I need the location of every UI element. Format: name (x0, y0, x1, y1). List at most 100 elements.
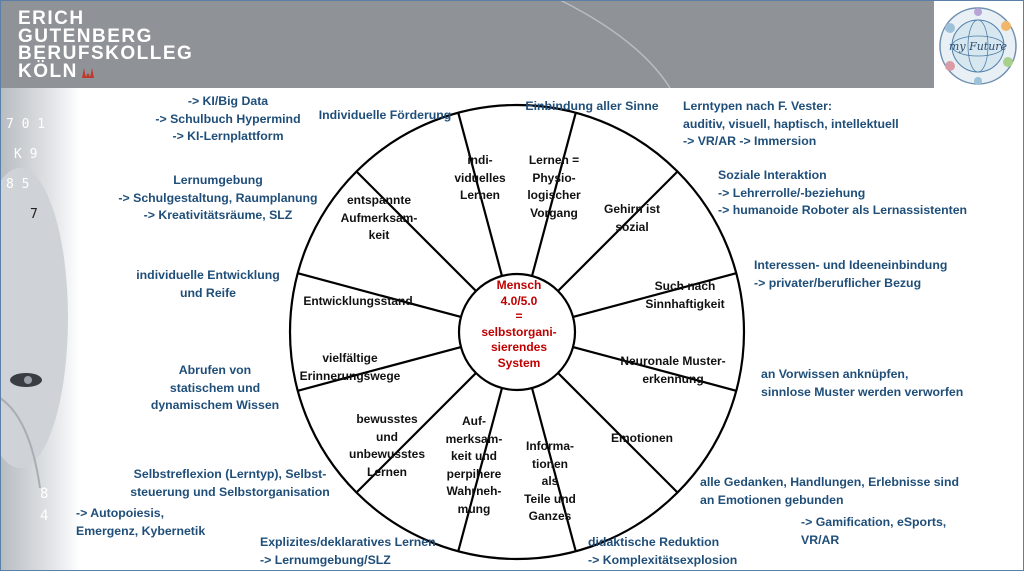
segment-line: Ganzes (528, 509, 572, 523)
spoke-line (572, 345, 737, 392)
note-all-senses: Einbindung aller Sinne (512, 98, 672, 116)
note-line: Soziale Interaktion (718, 168, 827, 182)
logo-line: GUTENBERG (18, 25, 153, 47)
note-emotional-binding: alle Gedanken, Handlungen, Erlebnisse si… (700, 474, 1000, 509)
note-line: und Reife (179, 285, 237, 300)
note-line: Lerntypen nach F. Vester: (683, 99, 832, 113)
note-individual-support: Individuelle Förderung (305, 107, 465, 125)
segment-line: als (541, 474, 559, 488)
note-knowledge-retrieval: Abrufen von statischem und dynamischem W… (133, 362, 297, 415)
note-line: statischem und (169, 380, 261, 395)
segment-label-individual-learning: indi- viduelles Lernen (440, 152, 520, 205)
note-line: Emergenz, Kybernetik (76, 523, 206, 538)
segment-line: viduelles (454, 170, 506, 185)
spoke-line (457, 387, 504, 552)
note-line: an Vorwissen anknüpfen, (761, 367, 909, 381)
spoke-line (457, 112, 504, 277)
segment-line: logischer (527, 188, 581, 202)
center-line: sierendes (490, 340, 548, 354)
segment-line: Auf- (462, 414, 486, 428)
segment-line: mung (457, 501, 491, 516)
segment-label-neuronal-pattern-recognition: Neuronale Muster- erkennung (604, 353, 742, 388)
segment-line: merksam- (445, 431, 503, 446)
segment-line: Lernen (366, 464, 407, 479)
note-line: Selbstreflexion (Lerntyp), Selbst- (133, 467, 327, 481)
header-decor-arc (559, 0, 671, 88)
segment-line: keit und (450, 449, 497, 463)
segment-label-information-parts-whole: Informa- tionen als Teile und Ganzes (510, 438, 590, 526)
note-line: -> KI-Lernplattform (172, 129, 284, 143)
segment-line: sozial (615, 219, 649, 234)
segment-line: Teile und (524, 491, 576, 506)
cathedral-icon (81, 67, 94, 78)
note-ai-big-data: -> KI/Big Data -> Schulbuch Hypermind ->… (128, 93, 328, 146)
my-future-badge-icon: my Future (939, 7, 1017, 85)
note-learning-types-vester: Lerntypen nach F. Vester: auditiv, visue… (683, 98, 933, 151)
note-line: alle Gedanken, Handlungen, Erlebnisse si… (700, 475, 959, 489)
spoke-line (557, 170, 679, 292)
note-interest-integration: Interessen- und Ideeneinbindung -> priva… (754, 257, 974, 292)
logo-line: ERICH (18, 8, 85, 29)
segment-line: unbewusstes (348, 447, 426, 461)
segment-line: und (376, 429, 398, 444)
header-banner: ERICH GUTENBERG BERUFSKOLLEG KÖLN (0, 0, 934, 88)
segment-label-emotions: Emotionen (602, 430, 682, 448)
spoke-line (530, 112, 577, 277)
note-explicit-learning: Explizites/deklaratives Lernen -> Lernum… (260, 534, 480, 569)
segment-line: Lernen (459, 188, 500, 202)
school-logo: ERICH GUTENBERG BERUFSKOLLEG KÖLN (18, 8, 193, 80)
note-line: VR/AR (801, 532, 840, 547)
svg-text:K 9: K 9 (14, 147, 37, 162)
spoke-line (572, 272, 737, 319)
segment-line: Gehirn ist (603, 202, 660, 216)
note-line: -> Komplexitätsexplosion (588, 552, 738, 567)
segment-line: Such nach (654, 279, 716, 293)
wheel-spokes (297, 112, 737, 552)
segment-line: entspannte (346, 193, 411, 207)
note-autopoiesis: -> Autopoiesis, Emergenz, Kybernetik (76, 505, 226, 540)
note-line: Individuelle Förderung (318, 108, 452, 122)
spoke-line (297, 272, 462, 319)
spoke-line (297, 345, 462, 392)
svg-text:4: 4 (40, 508, 48, 524)
segment-label-attention-perception: Auf- merksam- keit und perpihere Wahrneh… (434, 413, 514, 518)
badge-text: my Future (949, 40, 1008, 53)
center-line: System (497, 355, 541, 370)
spoke-line (355, 170, 477, 292)
segment-line: erkennung (642, 371, 704, 386)
center-line: = (515, 309, 523, 323)
segment-line: Wahrneh- (446, 484, 502, 498)
note-line: Lernumgebung (173, 173, 263, 187)
note-line: -> VR/AR -> Immersion (683, 134, 817, 148)
segment-line: Informa- (526, 439, 574, 453)
spoke-line (530, 387, 577, 552)
segment-line: tionen (532, 456, 568, 471)
segment-line: Entwicklungsstand (303, 294, 413, 308)
robot-face-illustration: 7 0 1 K 9 8 5 7 8 4 (0, 88, 80, 571)
segment-line: Physio- (532, 170, 576, 185)
segment-line: bewusstes (356, 412, 418, 426)
note-line: sinnlose Muster werden verworfen (761, 384, 964, 399)
note-line: auditiv, visuell, haptisch, intellektuel… (683, 116, 899, 131)
note-line: dynamischem Wissen (150, 398, 280, 412)
center-line: Mensch (496, 278, 542, 292)
svg-text:7 0 1: 7 0 1 (6, 117, 45, 132)
note-line: an Emotionen gebunden (700, 492, 844, 507)
note-line: -> Lehrerrolle/-beziehung (718, 185, 866, 200)
note-line: -> Gamification, eSports, (801, 515, 947, 529)
note-prior-knowledge: an Vorwissen anknüpfen, sinnlose Muster … (761, 366, 991, 401)
segment-line: vielfältige (322, 351, 378, 365)
note-line: steuerung und Selbstorganisation (130, 484, 330, 499)
note-learning-environment: Lernumgebung -> Schulgestaltung, Raumpla… (118, 172, 318, 225)
segment-line: Lernen = (528, 153, 580, 167)
note-line: -> humanoide Roboter als Lernassistenten (718, 203, 968, 217)
segment-line: indi- (467, 153, 493, 167)
center-line: selbstorgani- (481, 324, 557, 339)
segment-line: Erinnerungswege (299, 368, 401, 383)
note-line: -> Schulgestaltung, Raumplanung (118, 190, 318, 205)
svg-text:8 5: 8 5 (6, 177, 29, 192)
inner-circle (457, 272, 577, 392)
note-social-interaction: Soziale Interaktion -> Lehrerrolle/-bezi… (718, 167, 988, 220)
